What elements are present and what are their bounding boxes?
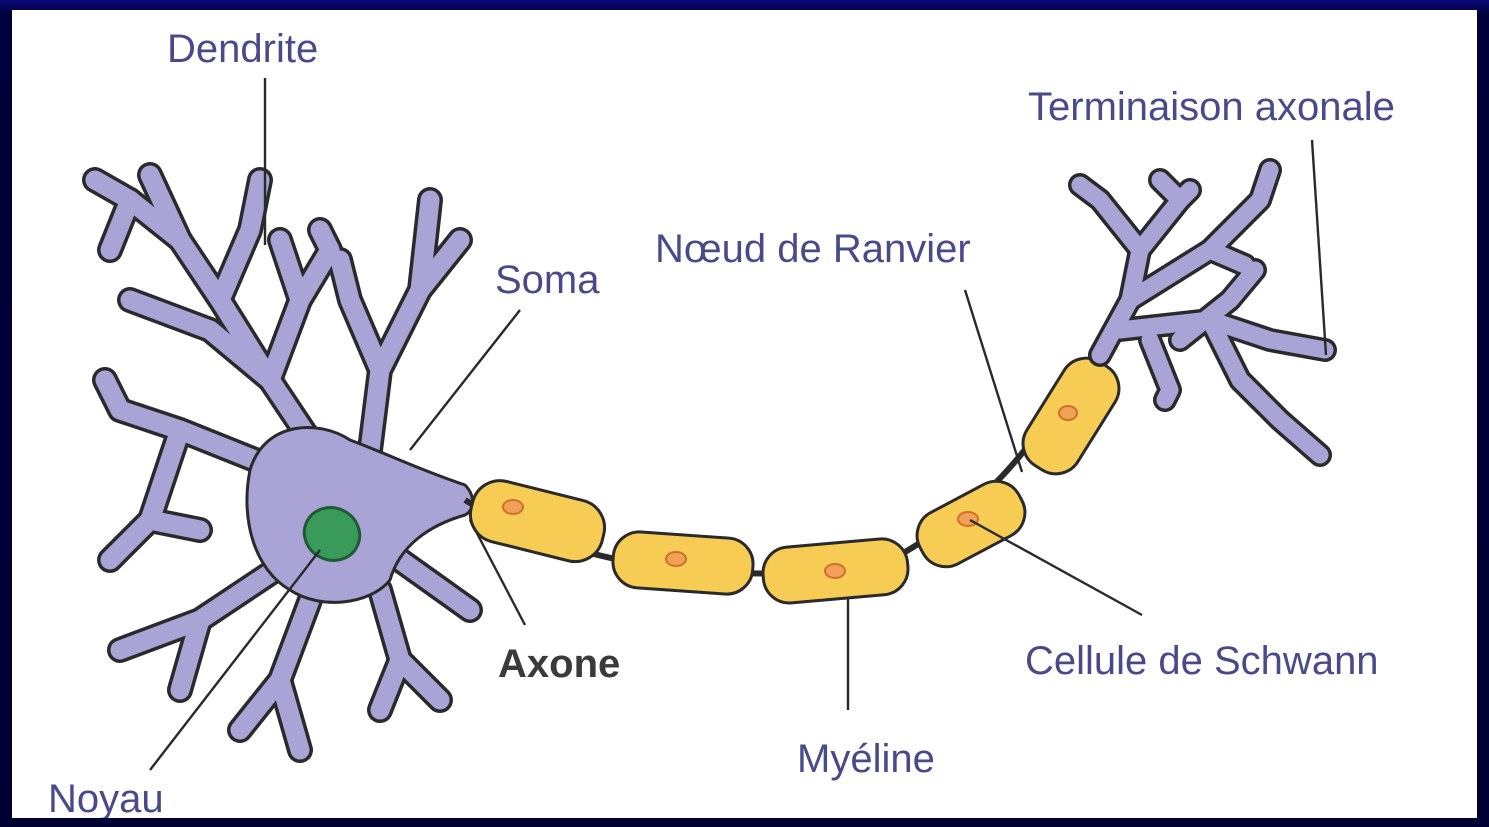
schwann-nucleus: [666, 552, 686, 566]
schwann-nucleus: [825, 564, 845, 578]
neuron-diagram: Dendrite Soma Nœud de Ranvier Terminaiso…: [12, 10, 1477, 818]
label-soma: Soma: [495, 258, 600, 302]
diagram-canvas: Dendrite Soma Nœud de Ranvier Terminaiso…: [12, 10, 1477, 818]
label-cellule-de-schwann: Cellule de Schwann: [1025, 639, 1379, 683]
leader-soma: [410, 310, 520, 450]
leader-noeud: [965, 290, 1022, 472]
myelin-sheath: [464, 348, 1128, 605]
axon-terminals: [1080, 170, 1325, 455]
schwann-nucleus: [1059, 406, 1077, 420]
leader-terminaison: [1312, 140, 1326, 355]
label-myeline: Myéline: [797, 737, 935, 781]
leader-schwann: [970, 520, 1142, 615]
label-dendrite: Dendrite: [167, 27, 318, 71]
label-terminaison-axonale: Terminaison axonale: [1028, 85, 1395, 129]
label-noeud-de-ranvier: Nœud de Ranvier: [655, 227, 971, 271]
schwann-nucleus: [503, 500, 523, 514]
label-noyau: Noyau: [48, 777, 164, 818]
label-axone: Axone: [498, 642, 620, 686]
